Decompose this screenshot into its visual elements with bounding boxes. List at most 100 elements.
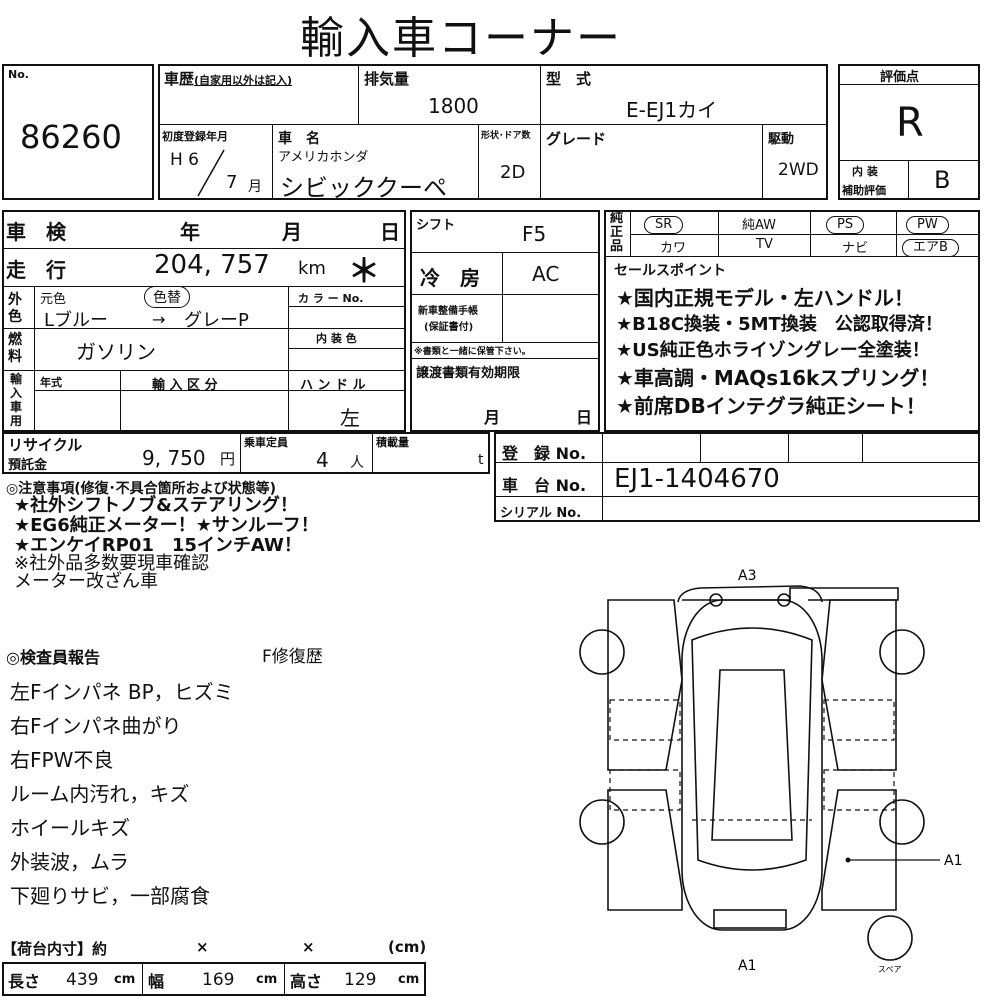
equip-aw: 純AW <box>742 218 777 233</box>
doors-value: 2D <box>500 162 526 183</box>
equip-ps: PS <box>826 213 865 234</box>
page-title: 輸入車コーナー <box>300 13 622 64</box>
report-line: 右FPW不良 <box>10 748 114 772</box>
car-maker: アメリカホンダ <box>278 150 369 165</box>
inspection-m: 月 <box>282 220 302 244</box>
service-label-2: (保証書付) <box>424 322 474 333</box>
serial-label: シリアル No. <box>500 506 582 521</box>
note-line: ★エンケイRP01 15インチAW！ <box>14 535 302 556</box>
recycle-unit: 円 <box>220 450 236 468</box>
inspection-d: 日 <box>380 220 400 244</box>
report-line: 外装波，ムラ <box>10 850 129 874</box>
load-unit: t <box>478 452 484 468</box>
grade-label: グレード <box>546 130 607 148</box>
orig-color-label: 元色 <box>40 292 67 307</box>
reg-no-label: 登 録 No. <box>502 444 587 463</box>
aux-label: 補助評価 <box>842 184 886 197</box>
cargo-label: 【荷台内寸】約 <box>2 940 108 958</box>
aircon-label: 冷 房 <box>420 266 480 290</box>
cargo-x1: × <box>196 938 209 956</box>
equip-airbag: エアB <box>902 236 959 257</box>
note-line: ※社外品多数要現車確認 <box>14 553 210 574</box>
chassis-label: 車 台 No. <box>502 476 587 495</box>
fuel-value: ガソリン <box>76 340 156 364</box>
inspection-y: 年 <box>180 220 200 244</box>
model-value: E-EJ1カイ <box>626 98 718 122</box>
color-no-label: カ ラ ー No. <box>298 292 364 305</box>
height-value: 129 <box>344 970 377 990</box>
registration-block <box>494 432 980 522</box>
cargo-unit: (cm) <box>388 938 427 956</box>
equip-pw: PW <box>906 213 949 234</box>
import-year-label: 年式 <box>40 376 62 389</box>
car-damage-diagram: A3 A1 A1 スペア <box>579 568 962 974</box>
dimensions-row <box>2 962 426 996</box>
length-value: 439 <box>66 970 99 990</box>
length-unit: cm <box>114 972 136 987</box>
car-name-value: シビッククーペ <box>280 174 448 202</box>
aircon-value: AC <box>532 262 560 286</box>
report-label: ◎検査員報告 <box>6 648 100 667</box>
report-line: ホイールキズ <box>10 816 130 840</box>
a3-label: A3 <box>738 568 756 584</box>
sales-point: ★B18C換装・5MT換装 公認取得済！ <box>616 314 943 335</box>
color-side-label: 外色 <box>8 292 22 325</box>
length-label: 長さ <box>8 972 41 991</box>
spec-block <box>158 64 828 200</box>
load-label: 積載量 <box>376 436 409 449</box>
color-to: グレーP <box>184 310 249 331</box>
handle-label: ハ ン ド ル <box>300 378 366 393</box>
import-kubun-label: 輸 入 区 分 <box>152 378 218 393</box>
height-unit: cm <box>398 972 420 987</box>
equip-leather: カワ <box>660 241 687 256</box>
equipment-block <box>604 210 980 432</box>
width-unit: cm <box>256 972 278 987</box>
first-reg-slash <box>197 149 225 197</box>
spare-label: スペア <box>878 965 901 974</box>
transfer-label: 譲渡書類有効期限 <box>416 366 521 381</box>
first-reg-month-unit: 月 <box>248 179 262 195</box>
report-line: 右Fインパネ曲がり <box>10 714 182 738</box>
import-side-label: 輸入車用 <box>10 372 23 428</box>
sales-point: ★国内正規モデル・左ハンドル！ <box>616 286 914 310</box>
sales-point: ★US純正色ホライゾングレー全塗装！ <box>616 340 930 361</box>
width-label: 幅 <box>148 972 165 991</box>
capacity-unit: 人 <box>350 455 364 471</box>
equip-sr: SR <box>644 213 684 234</box>
a1-bottom-label: A1 <box>738 958 756 974</box>
recycle-block <box>2 432 490 474</box>
interior-color-label: 内 装 色 <box>316 332 357 345</box>
cargo-x2: × <box>302 938 315 956</box>
car-name-label: 車 名 <box>278 131 320 147</box>
doors-label: 形状･ドア数 <box>481 131 531 141</box>
recycle-label-2: 預託金 <box>8 458 48 473</box>
transfer-m: 月 <box>484 408 501 427</box>
service-label-1: 新車整備手帳 <box>418 306 478 317</box>
displacement-value: 1800 <box>428 94 479 118</box>
first-reg-era: H 6 <box>170 150 200 170</box>
score-value: R <box>896 100 924 146</box>
equipment-label: 純正品 <box>610 211 624 254</box>
capacity-value: 4 <box>316 448 329 472</box>
recycle-label-1: リサイクル <box>8 436 83 454</box>
equip-tv: TV <box>756 237 773 252</box>
capacity-label: 乗車定員 <box>244 436 288 449</box>
sales-point: ★前席DBインテグラ純正シート！ <box>616 394 926 418</box>
first-reg-label: 初度登録年月 <box>162 130 228 143</box>
no-label: No. <box>8 68 29 81</box>
mileage-value: 204, 757 <box>154 250 270 280</box>
color-arrow: → <box>152 310 166 329</box>
mileage-unit: km <box>298 258 326 279</box>
report-line: 下廻りサビ，一部腐食 <box>10 884 210 908</box>
interior-score: B <box>934 166 951 194</box>
drive-label: 駆動 <box>768 132 795 147</box>
notes-label: ◎注意事項(修復･不具合箇所および状態等) <box>6 481 277 497</box>
interior-label: 内 装 <box>852 165 878 178</box>
chassis-value: EJ1-1404670 <box>614 464 780 494</box>
stock-number: 86260 <box>20 118 122 156</box>
sales-point: ★車高調・MAQs16kスプリング！ <box>616 366 940 390</box>
mileage-mark: ＊ <box>348 252 381 290</box>
shift-value: F5 <box>522 222 547 246</box>
score-box <box>838 64 980 200</box>
sales-label: セールスポイント <box>614 263 726 279</box>
